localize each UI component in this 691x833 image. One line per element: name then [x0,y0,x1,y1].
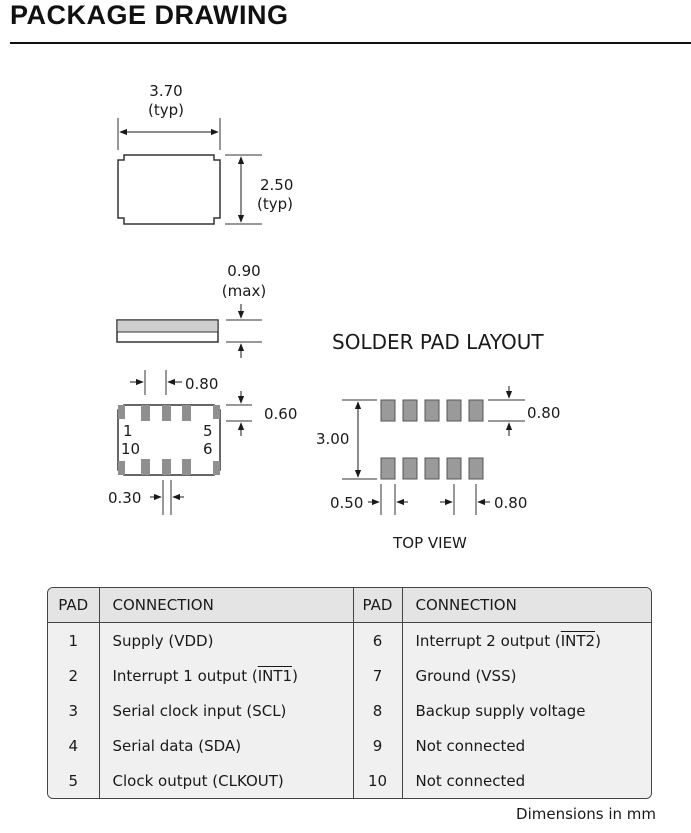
page-title: PACKAGE DRAWING [10,0,289,30]
package-side-outline [116,304,262,358]
table-row: 1 Supply (VDD) 6 Interrupt 2 output (INT… [48,622,651,658]
pad-number: 3 [48,693,100,728]
thickness-note: (max) [222,282,266,300]
top-view-label: TOP VIEW [392,534,467,552]
connection-name: Not connected [402,763,651,798]
package-bottom-view [117,370,252,515]
units-footnote: Dimensions in mm [516,805,656,823]
row-span-value: 3.00 [316,430,349,448]
pad-number: 1 [48,622,100,658]
header-pad-right: PAD [353,588,403,623]
pin-label-1: 1 [123,422,133,440]
height-note: (typ) [257,195,293,213]
pin-label-5: 5 [203,422,213,440]
pad-number: 7 [353,658,403,693]
pad-pitch-value: 0.80 [494,494,527,512]
table-row: 5 Clock output (CLKOUT) 10 Not connected [48,763,651,798]
connection-name: Serial clock input (SCL) [99,693,354,728]
pin-width-value: 0.30 [108,489,141,507]
pad-height-value: 0.80 [527,404,560,422]
width-value: 3.70 [149,82,182,100]
connection-name: Backup supply voltage [402,693,651,728]
pin-length-value: 0.60 [264,405,297,423]
solder-pad-layout [342,386,525,515]
connection-name: Serial data (SDA) [99,728,354,763]
header-connection-left: CONNECTION [99,588,354,623]
header-pad-left: PAD [48,588,100,623]
height-value: 2.50 [260,176,293,194]
table-row: 4 Serial data (SDA) 9 Not connected [48,728,651,763]
package-top-outline [117,118,262,225]
connection-name: Interrupt 2 output (INT2) [402,622,651,658]
pad-number: 2 [48,658,100,693]
pad-number: 9 [353,728,403,763]
pad-number: 8 [353,693,403,728]
connection-name: Interrupt 1 output (INT1) [99,658,354,693]
pad-number: 5 [48,763,100,798]
solder-pad-layout-title: SOLDER PAD LAYOUT [332,330,544,354]
table-row: 2 Interrupt 1 output (INT1) 7 Ground (VS… [48,658,651,693]
width-note: (typ) [148,101,184,119]
pin-label-6: 6 [203,440,213,458]
pin-connection-table: PAD CONNECTION PAD CONNECTION 1 Supply (… [47,587,652,799]
pad-number: 6 [353,622,403,658]
thickness-value: 0.90 [227,262,260,280]
connection-name: Not connected [402,728,651,763]
title-underline [10,42,691,44]
pin-pitch-value: 0.80 [185,375,218,393]
connection-name: Supply (VDD) [99,622,354,658]
active-low-signal: INT2 [560,631,596,650]
pad-width-value: 0.50 [330,494,363,512]
pad-number: 4 [48,728,100,763]
connection-name: Ground (VSS) [402,658,651,693]
header-connection-right: CONNECTION [402,588,651,623]
active-low-signal: INT1 [257,666,293,685]
pin-label-10: 10 [121,440,140,458]
package-drawing: 3.70 (typ) 2.50 (typ) 0.90 (max) [108,82,560,552]
connection-name: Clock output (CLKOUT) [99,763,354,798]
table-header-row: PAD CONNECTION PAD CONNECTION [48,588,651,623]
pad-number: 10 [353,763,403,798]
table-row: 3 Serial clock input (SCL) 8 Backup supp… [48,693,651,728]
